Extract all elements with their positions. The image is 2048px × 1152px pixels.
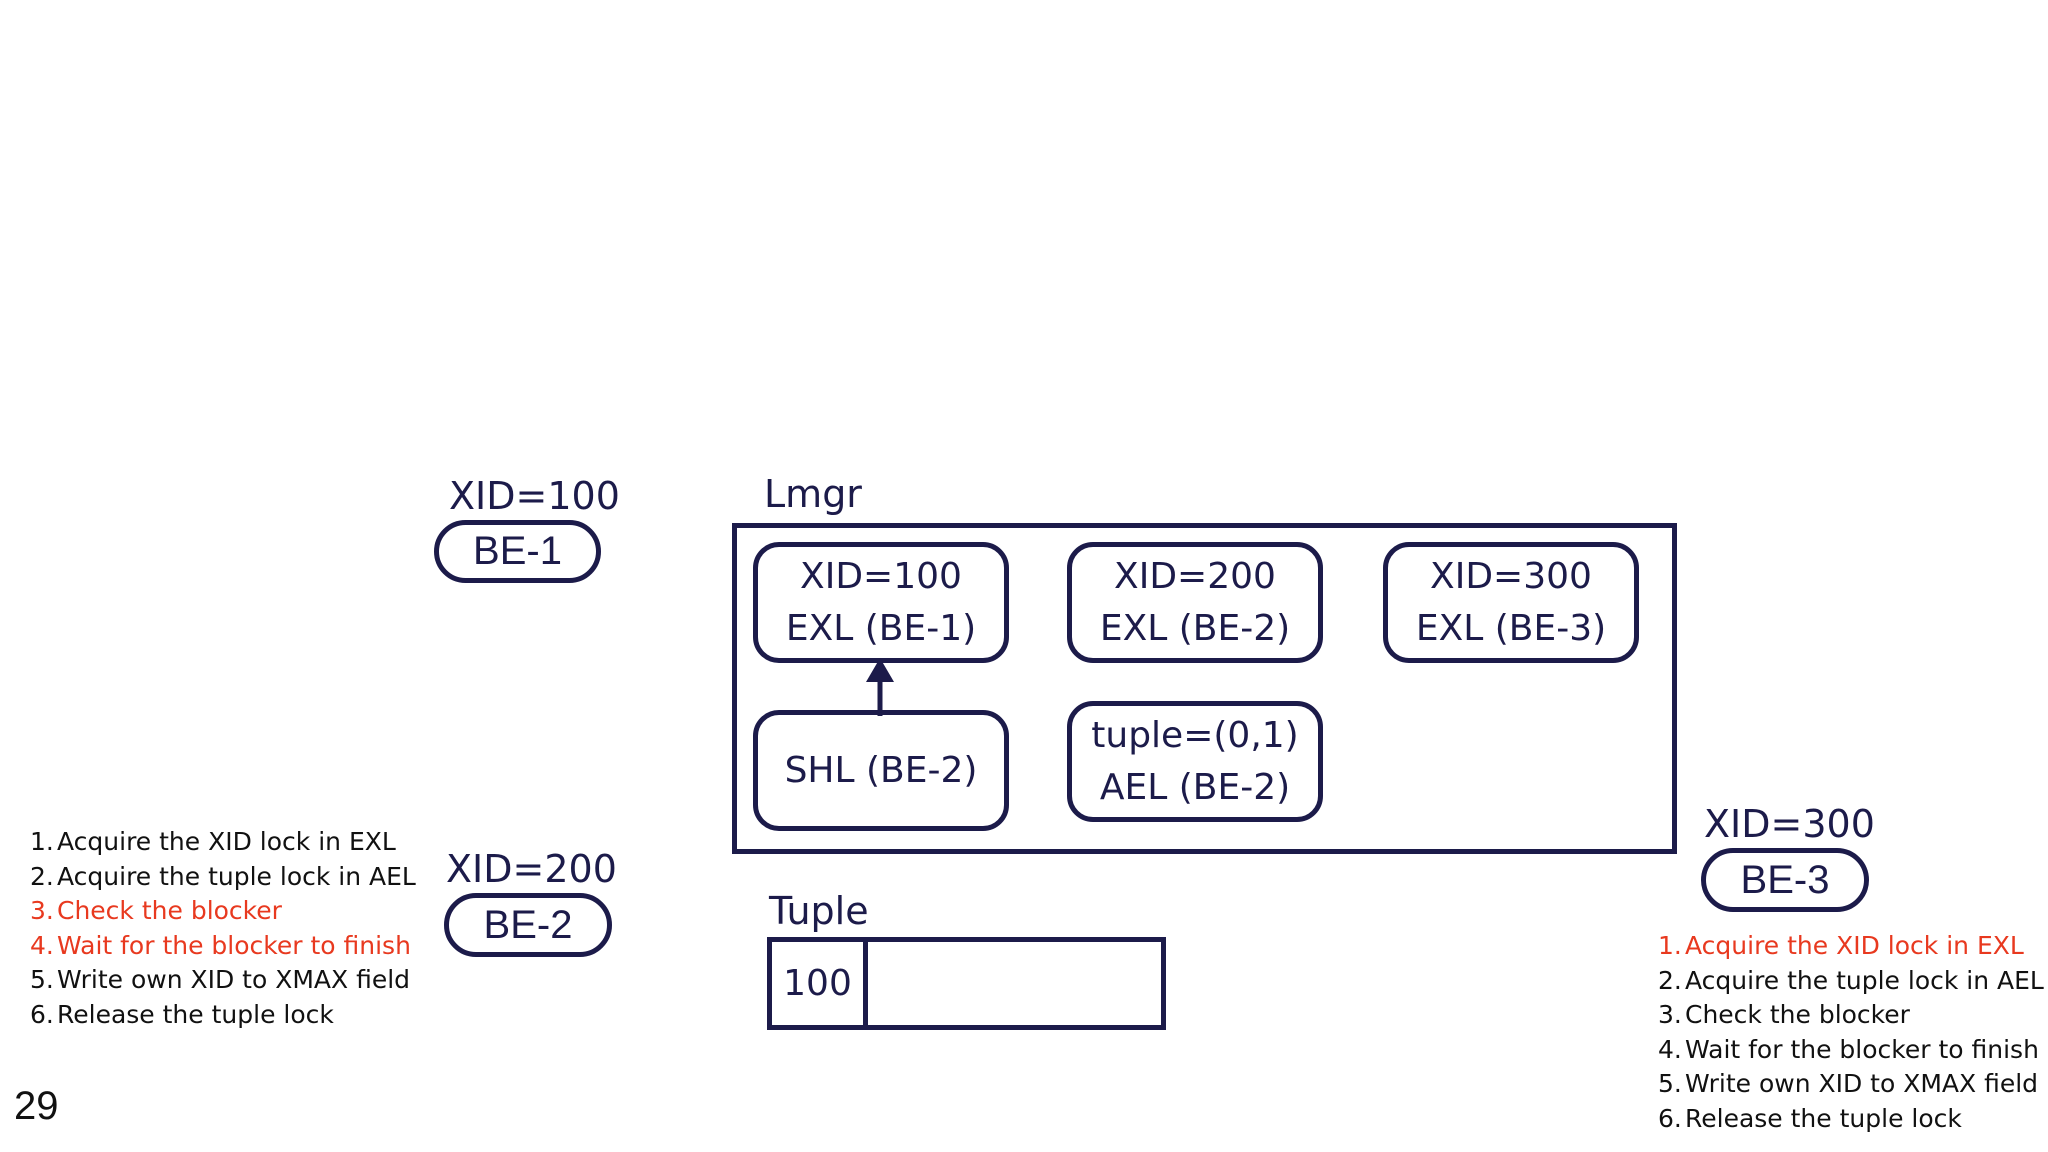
step-item: 3.Check the blocker [1658, 998, 2044, 1033]
be1-process-node: BE-1 [434, 520, 601, 583]
step-number: 2. [1658, 965, 1682, 995]
step-text: Acquire the XID lock in EXL [1685, 931, 2024, 960]
step-item: 4.Wait for the blocker to finish [30, 929, 416, 964]
step-item: 4.Wait for the blocker to finish [1658, 1033, 2044, 1068]
be2-process-node: BE-2 [444, 893, 612, 957]
step-number: 1. [1658, 931, 1682, 960]
step-text: Write own XID to XMAX field [57, 965, 411, 994]
tuple-lock-be2: tuple=(0,1) AEL (BE-2) [1067, 701, 1323, 822]
step-text: Release the tuple lock [1685, 1103, 1962, 1133]
step-number: 3. [1658, 1000, 1682, 1029]
step-text: Write own XID to XMAX field [1685, 1069, 2039, 1098]
be3-xid-label: XID=300 [1704, 802, 1875, 846]
step-item: 2.Acquire the tuple lock in AEL [1658, 964, 2044, 999]
tuple-xmax-cell: 100 [772, 942, 868, 1025]
shared-lock-mode: SHL (BE-2) [784, 749, 978, 791]
xid-lock-be3: XID=300 EXL (BE-3) [1383, 542, 1639, 663]
step-text: Acquire the XID lock in EXL [57, 827, 396, 856]
xid-lock-be2-mode: EXL (BE-2) [1099, 607, 1291, 649]
step-item: 5.Write own XID to XMAX field [1658, 1067, 2044, 1102]
step-text: Wait for the blocker to finish [57, 930, 411, 960]
be2-xid-label: XID=200 [446, 847, 617, 891]
tuple-data-cell [868, 942, 1161, 1025]
shared-lock-waiting-be2: SHL (BE-2) [753, 710, 1009, 831]
wait-arrow [866, 658, 894, 716]
xid-lock-be2-xid: XID=200 [1114, 556, 1276, 598]
step-text: Check the blocker [1685, 1000, 1910, 1029]
step-number: 1. [30, 827, 54, 856]
step-item: 6.Release the tuple lock [1658, 1102, 2044, 1137]
step-item: 5.Write own XID to XMAX field [30, 963, 416, 998]
step-number: 5. [1658, 1069, 1682, 1098]
tuple-lock-id: tuple=(0,1) [1091, 715, 1299, 757]
tuple-record: 100 [767, 937, 1166, 1030]
step-text: Check the blocker [57, 896, 282, 925]
step-item: 2.Acquire the tuple lock in AEL [30, 860, 416, 895]
step-item: 3.Check the blocker [30, 894, 416, 929]
xid-lock-be2: XID=200 EXL (BE-2) [1067, 542, 1323, 663]
step-item: 1.Acquire the XID lock in EXL [1658, 929, 2044, 964]
step-text: Acquire the tuple lock in AEL [1685, 965, 2044, 995]
step-item: 6.Release the tuple lock [30, 998, 416, 1033]
xid-lock-be1-mode: EXL (BE-1) [785, 607, 977, 649]
xid-lock-be1: XID=100 EXL (BE-1) [753, 542, 1009, 663]
step-number: 5. [30, 965, 54, 994]
step-item: 1.Acquire the XID lock in EXL [30, 825, 416, 860]
step-number: 6. [30, 999, 54, 1029]
step-number: 6. [1658, 1103, 1682, 1133]
step-number: 4. [1658, 1034, 1682, 1064]
lmgr-title: Lmgr [764, 472, 862, 516]
be1-xid-label: XID=100 [449, 474, 620, 518]
tuple-lock-mode: AEL (BE-2) [1099, 766, 1291, 808]
step-text: Release the tuple lock [57, 999, 334, 1029]
step-text: Wait for the blocker to finish [1685, 1034, 2039, 1064]
step-number: 2. [30, 861, 54, 891]
step-text: Acquire the tuple lock in AEL [57, 861, 416, 891]
page-number: 29 [14, 1084, 59, 1128]
step-number: 4. [30, 930, 54, 960]
step-number: 3. [30, 896, 54, 925]
xid-lock-be1-xid: XID=100 [800, 556, 962, 598]
lock-manager-frame [732, 523, 1677, 854]
xid-lock-be3-xid: XID=300 [1430, 556, 1592, 598]
xid-lock-be3-mode: EXL (BE-3) [1415, 607, 1607, 649]
tuple-title: Tuple [769, 889, 869, 933]
be3-process-node: BE-3 [1701, 848, 1869, 912]
